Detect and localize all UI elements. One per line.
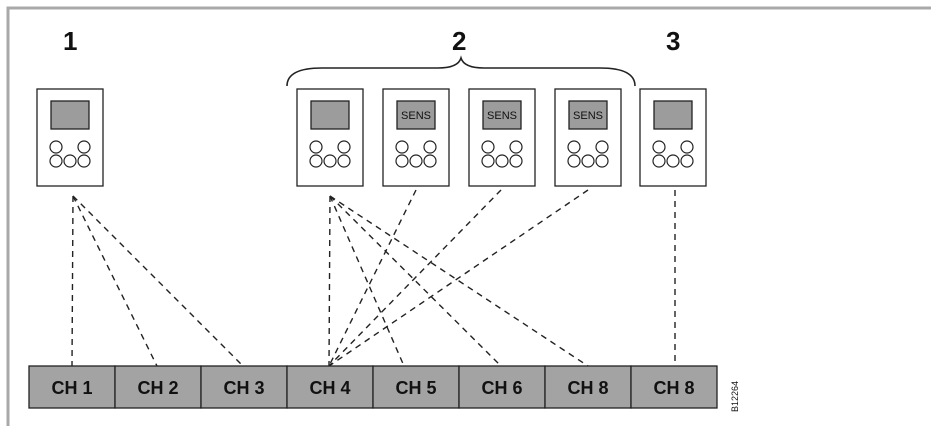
connection-line (328, 189, 589, 367)
device-screen (396, 100, 436, 130)
device-body (468, 88, 536, 187)
group-number-2: 2 (452, 26, 466, 56)
device-button-5 (423, 154, 437, 168)
device-button-3 (652, 154, 666, 168)
channel-cell-box (544, 365, 632, 409)
device-button-4 (666, 154, 680, 168)
channel-cell-box (458, 365, 546, 409)
channel-cell: CH 6 (458, 365, 546, 409)
device-4: SENS (468, 88, 536, 187)
device-screen (310, 100, 350, 130)
channel-label: CH 5 (395, 378, 436, 398)
connection-lines (71, 189, 676, 367)
connection-line (329, 195, 502, 367)
channel-cell-box (372, 365, 460, 409)
device-3: SENS (382, 88, 450, 187)
channel-cell: CH 1 (28, 365, 116, 409)
device-button-1 (652, 140, 666, 154)
device-button-4 (323, 154, 337, 168)
connection-line (329, 195, 405, 367)
channel-cell-box (630, 365, 718, 409)
device-button-4 (63, 154, 77, 168)
device-button-2 (77, 140, 91, 154)
device-button-5 (595, 154, 609, 168)
device-button-1 (395, 140, 409, 154)
device-button-2 (680, 140, 694, 154)
channel-bar: CH 1 CH 2 CH 3 CH 4 CH 5 CH 6 CH 8 CH 8 (28, 365, 718, 409)
device-screen (653, 100, 693, 130)
group-2-brace (286, 55, 636, 87)
sens-label: SENS (573, 110, 603, 122)
channel-cell: CH 2 (114, 365, 202, 409)
channel-label: CH 4 (309, 378, 350, 398)
device-button-1 (567, 140, 581, 154)
channel-cell: CH 4 (286, 365, 374, 409)
connection-line (72, 195, 244, 367)
device-screen (482, 100, 522, 130)
device-button-5 (680, 154, 694, 168)
channel-label: CH 3 (223, 378, 264, 398)
device-button-5 (509, 154, 523, 168)
channel-label: CH 2 (137, 378, 178, 398)
channel-label: CH 6 (481, 378, 522, 398)
connection-line (328, 195, 331, 367)
device-button-3 (309, 154, 323, 168)
channel-cell: CH 8 (630, 365, 718, 409)
sens-label: SENS (401, 110, 431, 122)
device-button-4 (409, 154, 423, 168)
device-screen (50, 100, 90, 130)
channel-label: CH 1 (51, 378, 92, 398)
channel-cell-box (28, 365, 116, 409)
channel-cell: CH 8 (544, 365, 632, 409)
device-button-2 (337, 140, 351, 154)
channel-label: CH 8 (567, 378, 608, 398)
device-6 (639, 88, 707, 187)
group-number-3: 3 (666, 26, 680, 56)
device-1 (36, 88, 104, 187)
channel-cell-box (286, 365, 374, 409)
connection-line (72, 195, 158, 367)
device-2 (296, 88, 364, 187)
connection-line (329, 195, 589, 367)
channel-cell-box (200, 365, 288, 409)
device-button-2 (595, 140, 609, 154)
device-5: SENS (554, 88, 622, 187)
channel-cell: CH 5 (372, 365, 460, 409)
device-button-4 (495, 154, 509, 168)
device-button-1 (49, 140, 63, 154)
device-button-2 (509, 140, 523, 154)
device-button-3 (567, 154, 581, 168)
device-row: SENS SENS SENS (36, 88, 707, 187)
device-button-1 (309, 140, 323, 154)
device-button-3 (49, 154, 63, 168)
device-button-2 (423, 140, 437, 154)
connection-line (328, 189, 417, 367)
channel-label: CH 8 (653, 378, 694, 398)
channel-cell-box (114, 365, 202, 409)
device-button-3 (395, 154, 409, 168)
connection-line (71, 195, 74, 367)
group-number-1: 1 (63, 26, 77, 56)
sens-label: SENS (487, 110, 517, 122)
device-button-3 (481, 154, 495, 168)
device-screen (568, 100, 608, 130)
frame-border (6, 6, 931, 426)
device-button-4 (581, 154, 595, 168)
connection-line (328, 189, 502, 367)
device-button-5 (337, 154, 351, 168)
channel-cell: CH 3 (200, 365, 288, 409)
device-button-1 (481, 140, 495, 154)
device-button-5 (77, 154, 91, 168)
figure-code: B12264 (730, 381, 740, 412)
